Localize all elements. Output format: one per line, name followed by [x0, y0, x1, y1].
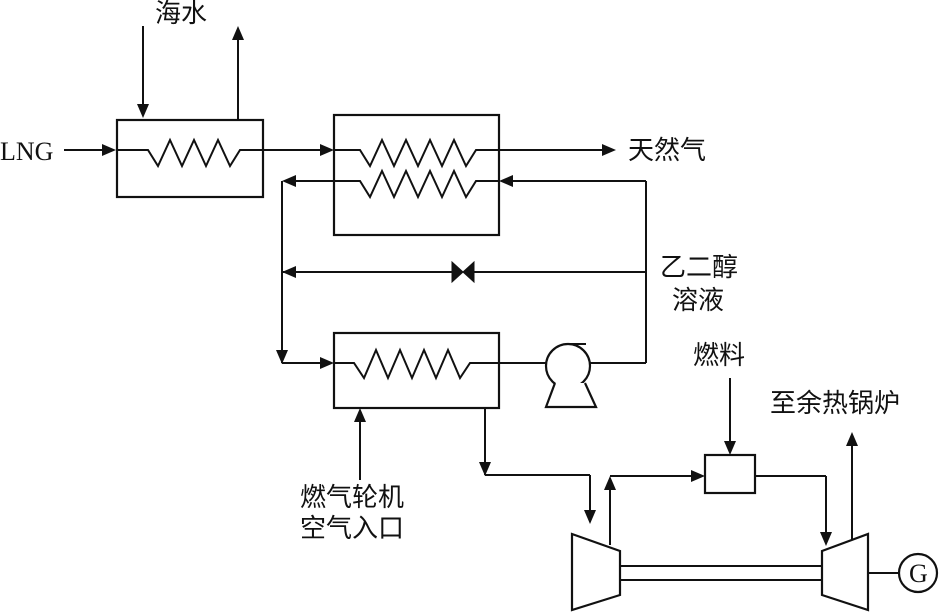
label-glycol-line1: 乙二醇	[660, 253, 738, 283]
compressor-icon	[570, 532, 622, 612]
combustor-icon	[703, 453, 757, 495]
generator-icon	[897, 552, 939, 594]
glycol-exchanger-lower-coil	[334, 168, 499, 200]
seawater-heat-exchanger	[115, 118, 265, 199]
lng-transfer-arrow	[320, 144, 334, 156]
seawater-exchanger-coil	[117, 137, 263, 169]
seawater-inlet-arrow	[137, 104, 149, 118]
glycol-exchanger-shell	[332, 113, 501, 237]
glycol-down-arrow	[276, 350, 288, 364]
label-fuel: 燃料	[693, 341, 745, 371]
fuel-arrow	[724, 441, 736, 455]
natural-gas-outlet-arrow	[602, 144, 616, 156]
cooled-air-arrow-down	[479, 462, 491, 476]
glycol-lng-heat-exchanger	[332, 113, 501, 237]
label-glycol-line2: 溶液	[672, 286, 724, 316]
glycol-pump-icon[interactable]	[544, 342, 598, 409]
bypass-valve-icon[interactable]	[451, 260, 475, 284]
label-to-boiler: 至余热锅炉	[770, 389, 900, 419]
combustor-inlet-arrow	[691, 470, 705, 482]
label-generator: G	[909, 559, 928, 588]
label-air-line2: 空气入口	[300, 514, 404, 544]
label-lng: LNG	[0, 137, 53, 166]
label-seawater: 海水	[155, 0, 207, 29]
cooled-air-compressor-arrow	[584, 510, 596, 524]
label-natural-gas: 天然气	[628, 136, 706, 166]
compressed-air-arrow	[604, 476, 616, 490]
turbine-icon	[820, 532, 870, 612]
seawater-exchanger-shell	[115, 118, 265, 199]
hot-gas-arrow	[820, 532, 832, 546]
seawater-outlet-arrow	[232, 26, 244, 40]
lng-inlet-arrow	[102, 144, 116, 156]
glycol-to-air-exchanger-arrow	[320, 357, 334, 369]
air-inlet-arrow	[354, 408, 366, 422]
bypass-arrow	[282, 266, 296, 278]
exhaust-arrow	[846, 432, 858, 446]
air-exchanger-coil	[334, 347, 499, 381]
air-heat-exchanger	[332, 331, 501, 410]
glycol-exchanger-upper-coil	[334, 137, 499, 169]
label-air-line1: 燃气轮机	[300, 483, 404, 513]
glycol-outlet-arrow	[282, 175, 296, 187]
air-exchanger-shell	[332, 331, 501, 410]
glycol-inlet-arrow	[499, 175, 513, 187]
